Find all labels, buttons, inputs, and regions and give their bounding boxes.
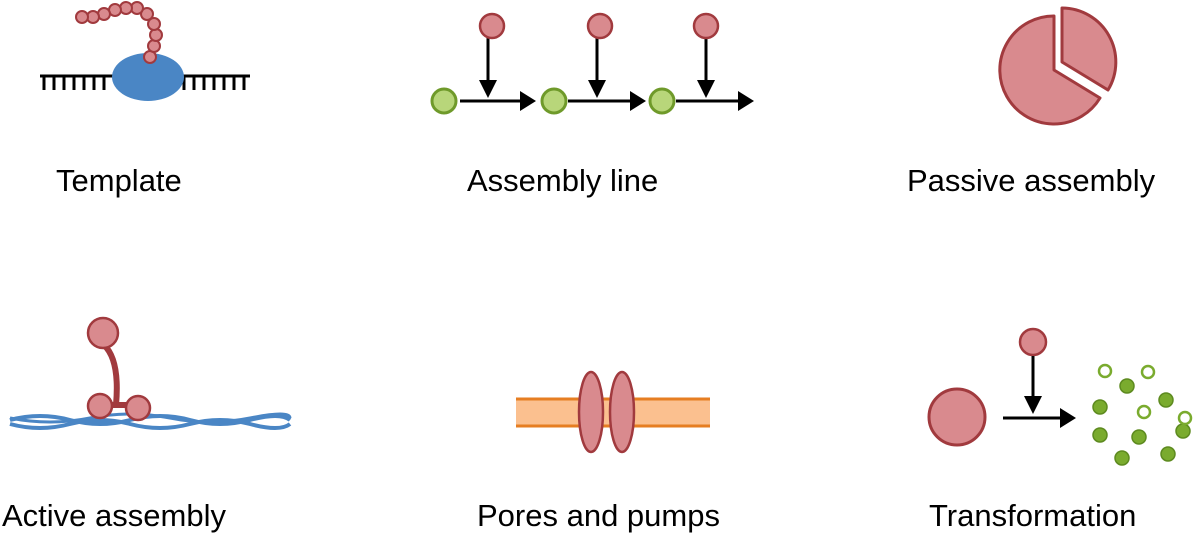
label-pores-and-pumps: Pores and pumps <box>477 498 720 533</box>
label-assembly-line: Assembly line <box>467 163 659 198</box>
label-passive-assembly: Passive assembly <box>907 163 1156 198</box>
label-template: Template <box>56 163 182 198</box>
label-active-assembly: Active assembly <box>2 498 226 533</box>
label-transformation: Transformation <box>929 498 1137 533</box>
